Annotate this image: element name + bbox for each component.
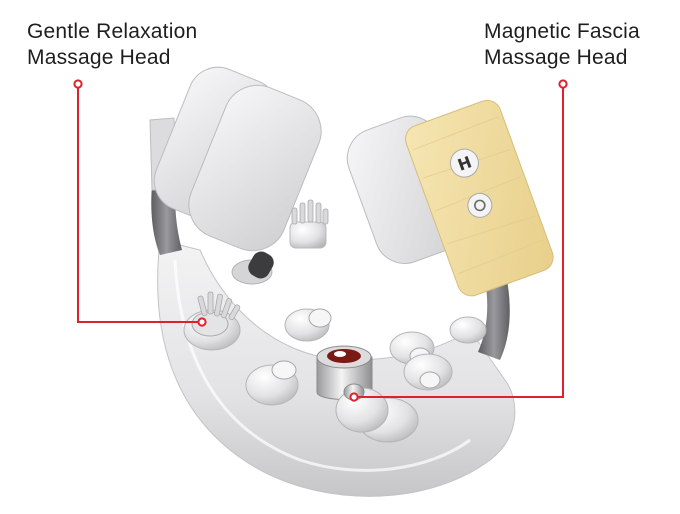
callout-left-line2: Massage Head (27, 46, 171, 69)
mount-post (231, 251, 274, 285)
leader-line-left (73, 79, 207, 327)
callout-gentle-relaxation: Gentle Relaxation Massage Head (27, 19, 197, 71)
callout-right-line2: Massage Head (484, 46, 628, 69)
svg-text:H: H (455, 152, 474, 174)
spare-relaxation-head (289, 199, 329, 249)
callout-left-line1: Gentle Relaxation (27, 20, 198, 43)
callout-right-line1: Magnetic Fascia (484, 20, 640, 43)
control-panel: H (404, 99, 554, 297)
power-button-icon (467, 192, 493, 218)
mode-button-icon (449, 148, 479, 178)
leader-line-right (349, 79, 568, 402)
callout-magnetic-fascia: Magnetic Fascia Massage Head (484, 19, 640, 71)
left-pad-front (188, 84, 322, 252)
massage-nodes (245, 308, 487, 443)
